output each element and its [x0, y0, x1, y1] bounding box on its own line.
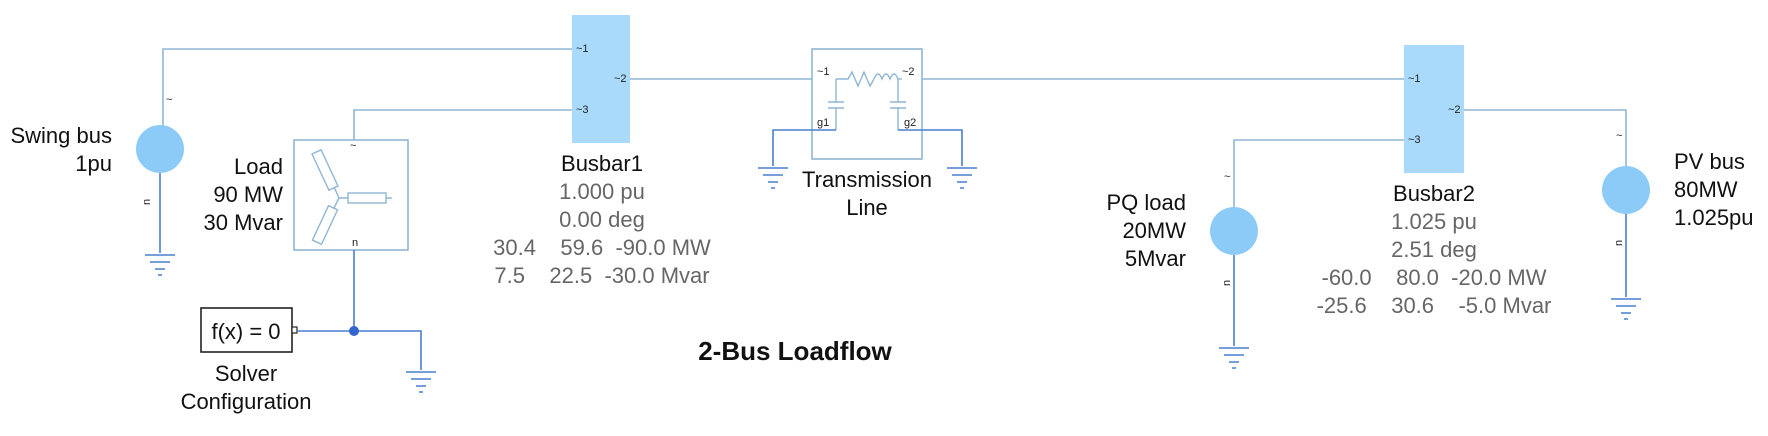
- solver-expression: f(x) = 0: [211, 319, 280, 344]
- tline-frame: [811, 48, 923, 160]
- solver-port: [291, 326, 298, 334]
- tline-port-g1: g1: [817, 117, 829, 129]
- capacitor-2-icon: [890, 79, 906, 130]
- busbar1-block[interactable]: ~1 ~2 ~3: [572, 15, 630, 143]
- solver-wire: [297, 330, 422, 370]
- pq-label-line3: 5Mvar: [1125, 246, 1186, 271]
- pq-load-source[interactable]: ~ n: [1210, 171, 1258, 369]
- load-block[interactable]: ~ n: [293, 139, 409, 332]
- solver-label-line2: Configuration: [181, 389, 312, 414]
- pv-label-line3: 1.025pu: [1674, 205, 1754, 230]
- busbar2-port-2: ~2: [1448, 104, 1461, 116]
- solver-frame: [200, 307, 293, 353]
- busbar2-pu: 1.025 pu: [1391, 209, 1477, 234]
- pv-ground-icon: [1611, 298, 1641, 320]
- busbar1-deg: 0.00 deg: [559, 207, 645, 232]
- pv-port-n: n: [1613, 240, 1625, 246]
- tline-ground-2-icon: [947, 167, 977, 189]
- tline-label-line2: Line: [846, 195, 888, 220]
- tline-g2-ground-wire: [898, 129, 963, 166]
- load-port-n: n: [352, 237, 358, 249]
- resistor-icon: [836, 70, 875, 88]
- tline-port-2: ~2: [902, 66, 915, 78]
- tline-port-1: ~1: [817, 66, 830, 78]
- tline-port-g2: g2: [904, 117, 916, 129]
- busbar1-pu: 1.000 pu: [559, 179, 645, 204]
- pq-label-line2: 20MW: [1122, 218, 1186, 243]
- busbar2-name: Busbar2: [1393, 181, 1475, 206]
- pv-bus-source[interactable]: ~ n: [1602, 130, 1650, 320]
- wire-load-busbar1[interactable]: [353, 109, 572, 148]
- pv-port-tilde: ~: [1616, 130, 1622, 142]
- pq-label-line1: PQ load: [1107, 190, 1187, 215]
- pq-ground-icon: [1219, 347, 1249, 369]
- tline-g1-ground-wire: [772, 129, 836, 166]
- solver-label-line1: Solver: [215, 361, 277, 386]
- busbar1-mvar: 7.5 22.5 -30.0 Mvar: [494, 263, 709, 288]
- wire-busbar2-pq[interactable]: [1233, 139, 1404, 208]
- busbar2-port-3: ~3: [1408, 134, 1421, 146]
- wye-load-icon: [311, 148, 392, 246]
- solver-ground-icon: [406, 371, 436, 393]
- busbar1-mw: 30.4 59.6 -90.0 MW: [493, 235, 711, 260]
- pv-label-line2: 80MW: [1674, 177, 1738, 202]
- swing-ground-icon: [145, 254, 175, 276]
- busbar2-port-1: ~1: [1408, 73, 1421, 85]
- busbar1-name: Busbar1: [561, 151, 643, 176]
- swing-port-n: n: [141, 199, 153, 205]
- load-label-line2: 90 MW: [213, 182, 283, 207]
- tline-label-line1: Transmission: [802, 167, 932, 192]
- capacitor-1-icon: [828, 79, 844, 130]
- swing-source-icon: [136, 125, 184, 173]
- pv-label-line1: PV bus: [1674, 149, 1745, 174]
- solver-configuration-block[interactable]: f(x) = 0: [200, 307, 298, 353]
- busbar2-bar: [1404, 45, 1464, 173]
- swing-port-tilde: ~: [166, 94, 172, 106]
- pq-port-n: n: [1221, 280, 1233, 286]
- busbar1-bar: [572, 15, 630, 143]
- swing-label-line1: Swing bus: [10, 123, 112, 148]
- load-label-line1: Load: [234, 154, 283, 179]
- wire-busbar2-pv[interactable]: [1464, 109, 1627, 166]
- busbar1-port-2: ~2: [614, 73, 627, 85]
- load-label-line3: 30 Mvar: [204, 210, 283, 235]
- busbar1-port-3: ~3: [576, 104, 589, 116]
- pq-source-icon: [1210, 207, 1258, 255]
- inductor-icon: [873, 73, 899, 81]
- tline-ground-1-icon: [758, 167, 788, 189]
- pq-port-tilde: ~: [1224, 171, 1230, 183]
- busbar1-port-1: ~1: [576, 43, 589, 55]
- junction-node: [349, 326, 359, 336]
- busbar2-deg: 2.51 deg: [1391, 237, 1477, 262]
- wire-swing-busbar1[interactable]: [162, 48, 572, 133]
- pv-source-icon: [1602, 166, 1650, 214]
- busbar2-mvar: -25.6 30.6 -5.0 Mvar: [1317, 293, 1552, 318]
- load-port-tilde: ~: [350, 140, 356, 152]
- wires: [162, 48, 1627, 208]
- swing-label-line2: 1pu: [75, 151, 112, 176]
- diagram-title: 2-Bus Loadflow: [698, 336, 892, 366]
- busbar2-block[interactable]: ~1 ~2 ~3: [1404, 45, 1464, 173]
- busbar2-mw: -60.0 80.0 -20.0 MW: [1322, 265, 1547, 290]
- transmission-line-block[interactable]: ~1 ~2 g1 g2: [811, 48, 923, 160]
- swing-bus-source[interactable]: ~ n: [136, 94, 184, 276]
